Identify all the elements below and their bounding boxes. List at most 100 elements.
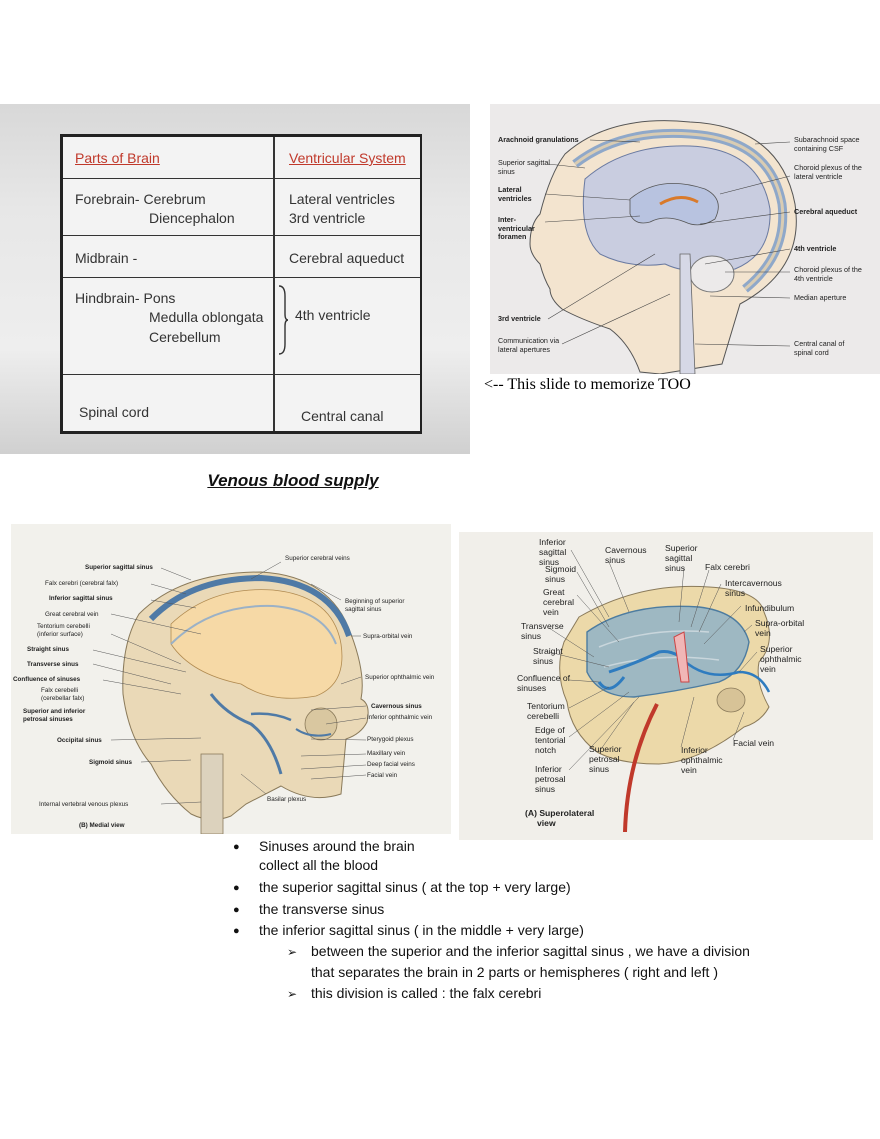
label-transverse-sinus: Transverse sinus	[521, 621, 564, 641]
brain-parts-table-slide: Parts of Brain Ventricular System Forebr…	[0, 104, 470, 454]
venous-superolateral-view-image: Inferior sagittal sinus Cavernous sinus …	[459, 532, 873, 840]
label-superior-cerebral-veins: Superior cerebral veins	[285, 555, 350, 562]
table-cell: Lateral ventricles	[289, 191, 395, 207]
label-facial-vein: Facial vein	[367, 772, 398, 779]
label-cavernous-sinus: Cavernous sinus	[605, 545, 647, 565]
label-inferior-ophthalmic-vein: Inferior ophthalmic vein	[367, 714, 433, 721]
label-lateral-ventricles: Lateral ventricles	[498, 185, 532, 203]
label-superior-sagittal-sinus: Superior sagittal sinus	[85, 564, 153, 571]
table-column-divider	[273, 137, 275, 431]
section-title: Venous blood supply	[207, 471, 379, 490]
label-choroid-plexus-4th: Choroid plexus of the 4th ventricle	[794, 265, 862, 283]
sub-list-item: between the superior and the inferior sa…	[311, 943, 750, 959]
label-supra-orbital-vein: Supra-orbital vein	[363, 633, 413, 640]
label-confluence-of-sinuses: Confluence of sinuses	[517, 673, 571, 693]
label-median-aperture: Median aperture	[794, 293, 847, 302]
sub-list-item: this division is called : the falx cereb…	[311, 985, 542, 1001]
label-arachnoid-granulations: Arachnoid granulations	[498, 135, 579, 144]
bullet-icon: ●	[233, 882, 240, 894]
label-3rd-ventricle: 3rd ventricle	[498, 314, 541, 323]
label-communication-lateral-apertures: Communication via lateral apertures	[498, 336, 560, 354]
superolateral-view-illustration	[548, 549, 771, 833]
label-maxillary-vein: Maxillary vein	[367, 750, 406, 757]
label-superior-petrosal-sinus: Superior petrosal sinus	[589, 744, 622, 774]
medial-view-illustration	[92, 561, 369, 834]
label-cerebral-aqueduct: Cerebral aqueduct	[794, 207, 858, 216]
label-supra-orbital-vein: Supra-orbital vein	[755, 618, 805, 638]
bullet-icon: ●	[233, 925, 240, 937]
table-cell: Spinal cord	[79, 404, 150, 420]
table-row: Hindbrain- Pons Medulla oblongata Cerebe…	[63, 278, 420, 375]
table-cell: Forebrain- Cerebrum	[75, 191, 206, 207]
list-item: Sinuses around the brain	[259, 838, 415, 854]
label-tentorium-cerebelli: Tentorium cerebelli (inferior surface)	[37, 623, 90, 638]
venous-medial-view-image: Superior sagittal sinus Falx cerebri (ce…	[11, 524, 451, 834]
ventricle-illustration	[529, 120, 797, 374]
table-cell: Medulla oblongata	[149, 309, 264, 325]
label-infundibulum: Infundibulum	[745, 603, 795, 613]
label-occipital-sinus: Occipital sinus	[57, 737, 102, 744]
label-superior-ophthalmic-vein: Superior ophthalmic vein	[760, 644, 802, 674]
brain-parts-table: Parts of Brain Ventricular System Forebr…	[60, 134, 422, 434]
label-central-canal: Central canal of spinal cord	[794, 339, 845, 357]
label-sigmoid-sinus: Sigmoid sinus	[89, 759, 133, 766]
brace-icon	[278, 285, 289, 355]
superolateral-caption-line-1: (A) Superolateral	[525, 808, 595, 818]
label-4th-ventricle: 4th ventricle	[794, 244, 837, 253]
label-choroid-plexus-lateral: Choroid plexus of the lateral ventricle	[794, 163, 862, 181]
label-petrosal-sinuses: Superior and inferior petrosal sinuses	[23, 708, 86, 723]
label-subarachnoid-space: Subarachnoid space containing CSF	[794, 135, 860, 153]
superolateral-caption-line-2: view	[537, 818, 556, 828]
sub-list-item: that separates the brain in 2 parts or h…	[311, 964, 718, 980]
label-inferior-ophthalmic-vein: Inferior ophthalmic vein	[681, 745, 723, 775]
label-interventricular-foramen: Inter-ventricular foramen	[498, 215, 535, 241]
label-straight-sinus: Straight sinus	[27, 646, 69, 653]
table-cell: 3rd ventricle	[289, 210, 366, 226]
arrow-bullet-icon: ➢	[287, 945, 298, 959]
label-basilar-plexus: Basilar plexus	[267, 796, 307, 803]
label-straight-sinus: Straight sinus	[533, 646, 563, 666]
arrow-bullet-icon: ➢	[287, 987, 298, 1001]
ventricle-diagram: Arachnoid granulations Superior sagittal…	[490, 104, 880, 374]
label-tentorium-cerebelli: Tentorium cerebelli	[527, 701, 565, 721]
label-falx-cerebri: Falx cerebri	[705, 562, 750, 572]
label-cavernous-sinus: Cavernous sinus	[371, 703, 422, 710]
label-confluence-of-sinuses: Confluence of sinuses	[13, 676, 81, 683]
memo-note: <-- This slide to memorize TOO	[484, 376, 691, 393]
label-inferior-sagittal-sinus: Inferior sagittal sinus	[49, 595, 113, 602]
label-superior-sagittal-sinus: Superior sagittal sinus	[665, 543, 698, 573]
bullet-icon: ●	[233, 841, 240, 853]
label-falx-cerebelli: Falx cerebelli (cerebellar falx)	[41, 687, 85, 702]
label-edge-tentorial-notch: Edge of tentorial notch	[535, 725, 566, 755]
label-superior-ophthalmic-vein: Superior ophthalmic vein	[365, 674, 435, 681]
bullet-icon: ●	[233, 904, 240, 916]
label-facial-vein: Facial vein	[733, 738, 775, 748]
table-cell: Cerebral aqueduct	[289, 250, 405, 266]
table-cell: Midbrain -	[75, 250, 138, 266]
table-cell: 4th ventricle	[295, 307, 371, 323]
label-superior-sagittal-sinus: Superior sagittal sinus	[498, 158, 550, 176]
table-cell: Central canal	[301, 408, 384, 424]
list-item: the superior sagittal sinus ( at the top…	[259, 879, 571, 895]
label-internal-vertebral-venous-plexus: Internal vertebral venous plexus	[39, 801, 129, 808]
label-pterygoid-plexus: Pterygoid plexus	[367, 736, 414, 743]
label-falx-cerebri: Falx cerebri (cerebral falx)	[45, 580, 119, 587]
table-cell: Diencephalon	[149, 210, 235, 226]
list-item: collect all the blood	[259, 857, 379, 873]
header-parts-of-brain: Parts of Brain	[75, 150, 160, 166]
header-ventricular-system: Ventricular System	[289, 150, 406, 166]
table-row: Forebrain- Cerebrum Diencephalon Lateral…	[63, 179, 420, 236]
table-row: Spinal cord Central canal	[63, 375, 420, 434]
table-header-row: Parts of Brain Ventricular System	[63, 137, 420, 179]
label-inferior-petrosal-sinus: Inferior petrosal sinus	[535, 764, 566, 794]
table-cell: Cerebellum	[149, 329, 221, 345]
list-item: the transverse sinus	[259, 901, 385, 917]
label-transverse-sinus: Transverse sinus	[27, 661, 79, 668]
label-sigmoid-sinus: Sigmoid sinus	[545, 564, 577, 584]
label-great-cerebral-vein: Great cerebral vein	[45, 611, 99, 618]
label-deep-facial-veins: Deep facial veins	[367, 761, 415, 768]
table-cell: Hindbrain- Pons	[75, 290, 176, 306]
label-inferior-sagittal-sinus: Inferior sagittal sinus	[539, 537, 567, 567]
label-beginning-superior-sagittal-sinus: Beginning of superior sagittal sinus	[345, 598, 405, 613]
list-item: the inferior sagittal sinus ( in the mid…	[259, 922, 584, 938]
